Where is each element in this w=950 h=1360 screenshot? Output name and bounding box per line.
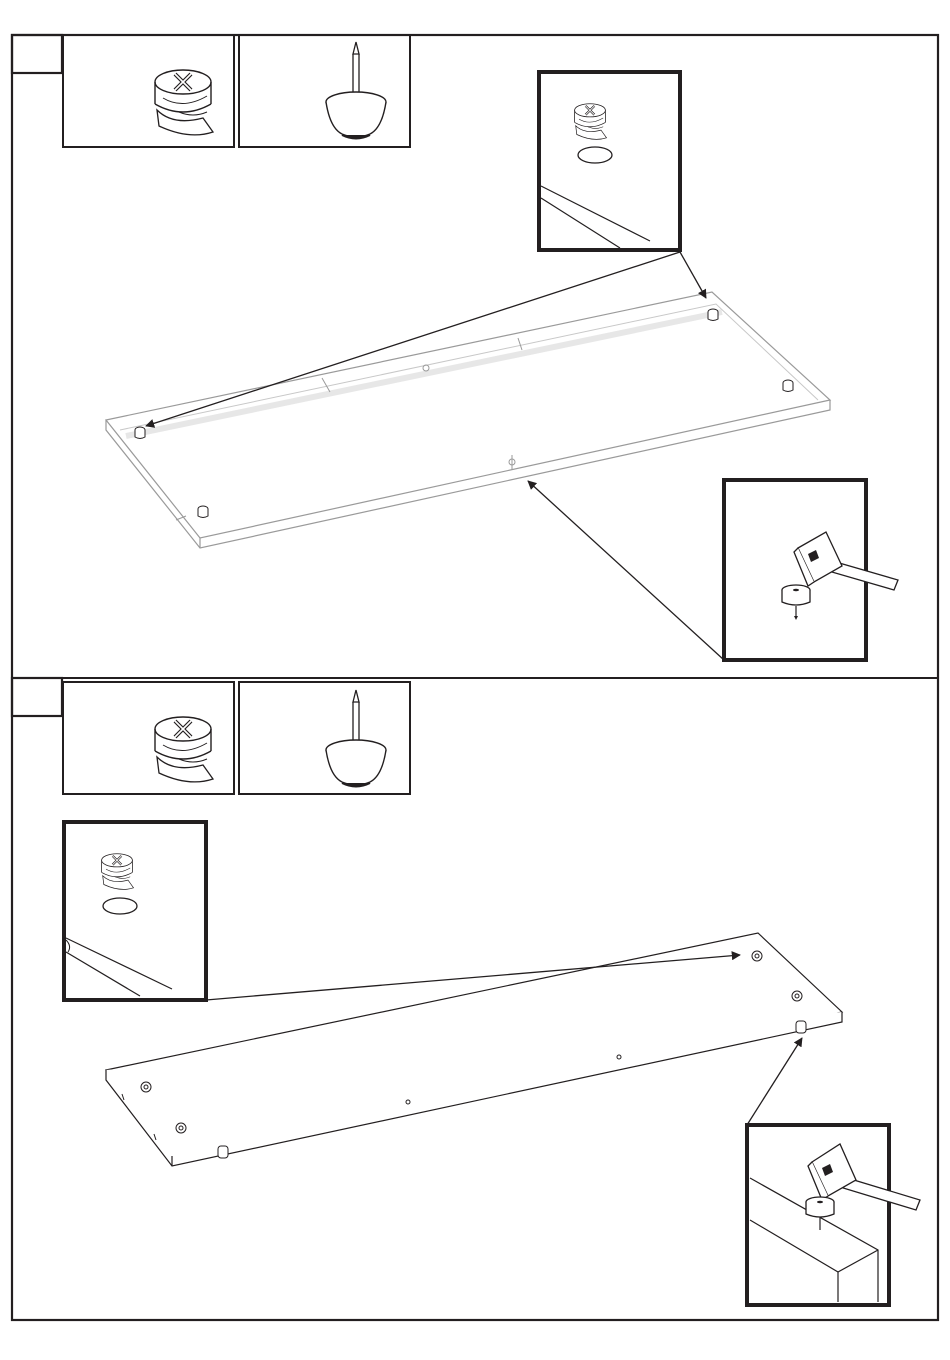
step-1-panel-edge-detail bbox=[541, 186, 650, 248]
cam-lock-insertion-detail bbox=[102, 854, 134, 890]
step-1-number-box bbox=[12, 35, 62, 73]
cam-lock-fitting-icon bbox=[155, 717, 213, 782]
hammer-nail-glide-detail bbox=[782, 532, 898, 620]
step-2-camlock-detail-box bbox=[64, 822, 206, 1000]
step-2-drill-hole bbox=[103, 898, 137, 914]
step-2-panel-corner-detail bbox=[750, 1178, 878, 1302]
hammer-nail-glide-detail bbox=[806, 1144, 920, 1230]
step-2-panel-edge-detail bbox=[66, 938, 172, 996]
step-2-panel bbox=[106, 933, 842, 1166]
step-1-part-box-nailglide bbox=[239, 35, 410, 147]
cam-lock-fitting-icon bbox=[155, 70, 213, 135]
step-2-part-box-nailglide bbox=[239, 682, 410, 794]
nail-glide-foot-icon bbox=[326, 42, 386, 139]
step-1-drill-hole bbox=[578, 147, 612, 163]
cam-lock-insertion-detail bbox=[575, 104, 607, 140]
step-1-panel bbox=[106, 292, 830, 548]
step-1-arrows bbox=[146, 252, 724, 660]
step-2-number-box bbox=[12, 678, 62, 716]
step-1-camlock-detail-box bbox=[539, 72, 680, 250]
nail-glide-foot-icon bbox=[326, 690, 386, 787]
